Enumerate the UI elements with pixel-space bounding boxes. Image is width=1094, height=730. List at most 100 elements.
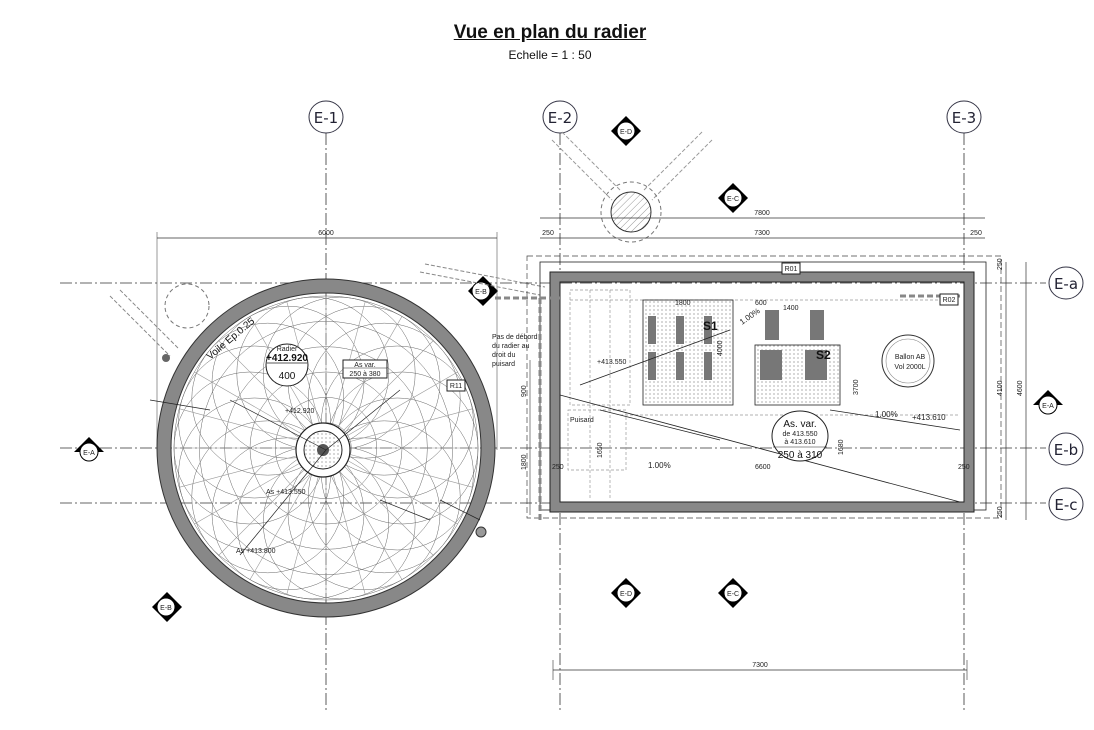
slope-label-bottom: 1.00% xyxy=(648,461,671,470)
tank-center-level: +412.920 xyxy=(285,408,314,415)
section-mark-ed-bottom: E-D xyxy=(611,578,641,608)
dim-right-total: 4600 xyxy=(1017,380,1024,396)
svg-text:As. var.: As. var. xyxy=(783,419,816,430)
dim-600: 600 xyxy=(755,300,767,307)
svg-text:E-A: E-A xyxy=(83,450,95,457)
svg-text:E-B: E-B xyxy=(160,605,172,612)
tank-var-box: As var. 250 à 380 xyxy=(342,359,388,379)
svg-text:du radier au: du radier au xyxy=(492,343,529,350)
puisard-label: Puisard xyxy=(570,417,594,424)
dim-top-outer: 7800 xyxy=(754,210,770,217)
svg-text:250 à 380: 250 à 380 xyxy=(349,371,380,378)
axis-ec-bubble: E-c xyxy=(1048,487,1084,521)
svg-text:E-D: E-D xyxy=(620,129,632,136)
axis-e1-bubble: E-1 xyxy=(308,100,344,134)
mesh-arc xyxy=(307,322,461,476)
as-var-marker: As. var. de 413.550 à 413.610 250 à 310 xyxy=(771,410,829,462)
tank-wall xyxy=(157,279,495,617)
slope-label-right: 1.00% xyxy=(875,410,898,419)
dim-top-inner: 7300 xyxy=(754,230,770,237)
svg-text:+412.920: +412.920 xyxy=(266,353,308,364)
svg-text:Radier: Radier xyxy=(277,346,298,353)
dim-3700: 3700 xyxy=(853,379,860,395)
svg-text:E-1: E-1 xyxy=(314,109,338,127)
tank-as-1: As +413.550 xyxy=(266,489,306,496)
section-mark-eb-top: E-B xyxy=(468,276,498,306)
svg-text:E-3: E-3 xyxy=(952,109,976,127)
mark-r01: R01 xyxy=(785,266,798,273)
grid-axis-bubbles: E-1 E-2 E-3 E-a E-b E-c xyxy=(308,100,1084,521)
circular-tank: 6000 Radier +412.920 400 xyxy=(109,230,546,618)
drawing-scale: Echelle = 1 : 50 xyxy=(508,48,592,62)
mesh-radial xyxy=(325,316,403,449)
svg-text:400: 400 xyxy=(279,371,296,382)
equipment-s1-label: S1 xyxy=(703,319,718,333)
svg-text:E-A: E-A xyxy=(1042,403,1054,410)
svg-text:Pas de débord: Pas de débord xyxy=(492,334,538,341)
dim-1400: 1400 xyxy=(783,305,799,312)
mesh-radial xyxy=(325,371,458,449)
section-mark-eb-bottom: E-B xyxy=(152,592,182,622)
svg-text:à 413.610: à 413.610 xyxy=(784,439,815,446)
axis-e2-bubble: E-2 xyxy=(542,100,578,134)
tank-level-marker: Radier +412.920 400 xyxy=(265,343,309,387)
drawing-title: Vue en plan du radier xyxy=(453,22,647,43)
section-markers: E-D E-C E-D E-C E-A E-A xyxy=(74,116,1063,622)
dim-left-900: 900 xyxy=(521,385,528,397)
mesh-radial xyxy=(325,447,473,488)
section-mark-ec-bottom: E-C xyxy=(718,578,748,608)
axis-eb-bubble: E-b xyxy=(1048,432,1084,466)
level-puisard: +413.550 xyxy=(597,359,626,366)
equipment-s1 xyxy=(642,299,734,406)
svg-text:E-2: E-2 xyxy=(548,109,572,127)
svg-text:250 à 310: 250 à 310 xyxy=(778,450,823,461)
dim-1680: 1680 xyxy=(838,439,845,455)
slope-label-top: 1.00% xyxy=(738,306,762,326)
dim-right-250: 250 xyxy=(970,230,982,237)
building-wall xyxy=(550,272,974,512)
mesh-radial xyxy=(325,408,473,449)
equipment-s2-label: S2 xyxy=(816,348,831,362)
puisard-note: Pas de débord du radier au droit du puis… xyxy=(492,334,538,368)
dim-right-bot: 250 xyxy=(997,506,1004,518)
section-mark-ea-right: E-A xyxy=(1033,390,1063,415)
dim-bot-250-right: 250 xyxy=(958,464,970,471)
svg-text:E-b: E-b xyxy=(1054,441,1078,459)
dim-1650: 1650 xyxy=(597,442,604,458)
svg-text:E-C: E-C xyxy=(727,591,739,598)
dim-left-250: 250 xyxy=(542,230,554,237)
building-plan: 7800 250 7300 250 xyxy=(492,210,1027,680)
svg-text:puisard: puisard xyxy=(492,361,515,368)
dim-bottom-7300: 7300 xyxy=(752,662,768,669)
svg-text:E-a: E-a xyxy=(1054,275,1078,293)
mark-r02: R02 xyxy=(943,297,956,304)
dim-6600: 6600 xyxy=(755,464,771,471)
mesh-arc xyxy=(178,345,331,499)
svg-text:As var.: As var. xyxy=(354,362,375,369)
dim-bot-250: 250 xyxy=(552,464,564,471)
svg-text:E-B: E-B xyxy=(475,289,487,296)
tank-width-dim: 6000 xyxy=(318,230,334,237)
dim-right-small: 250 xyxy=(997,258,1004,270)
section-mark-ed-top: E-D xyxy=(611,116,641,146)
axis-e3-bubble: E-3 xyxy=(946,100,982,134)
svg-text:E-C: E-C xyxy=(727,196,739,203)
dim-right-inner: 4100 xyxy=(997,380,1004,396)
axis-ea-bubble: E-a xyxy=(1048,266,1084,300)
svg-text:Ballon AB: Ballon AB xyxy=(895,354,926,361)
svg-text:Vol 2000L: Vol 2000L xyxy=(894,364,925,371)
mesh-arc xyxy=(321,345,474,499)
svg-text:droit du: droit du xyxy=(492,352,515,359)
ballon-tank: Ballon AB Vol 2000L xyxy=(881,334,935,388)
level-right: +413.610 xyxy=(912,413,946,422)
dim-left-1800: 1800 xyxy=(521,454,528,470)
tank-mark-r11: R11 xyxy=(450,383,462,390)
manhole-top xyxy=(551,131,713,243)
tank-as-2: As +413.800 xyxy=(236,548,276,555)
mesh-arc xyxy=(191,322,345,476)
svg-text:de 413.550: de 413.550 xyxy=(782,431,817,438)
dim-1800: 1800 xyxy=(675,300,691,307)
mesh-radial xyxy=(325,340,434,449)
svg-text:E-D: E-D xyxy=(620,591,632,598)
